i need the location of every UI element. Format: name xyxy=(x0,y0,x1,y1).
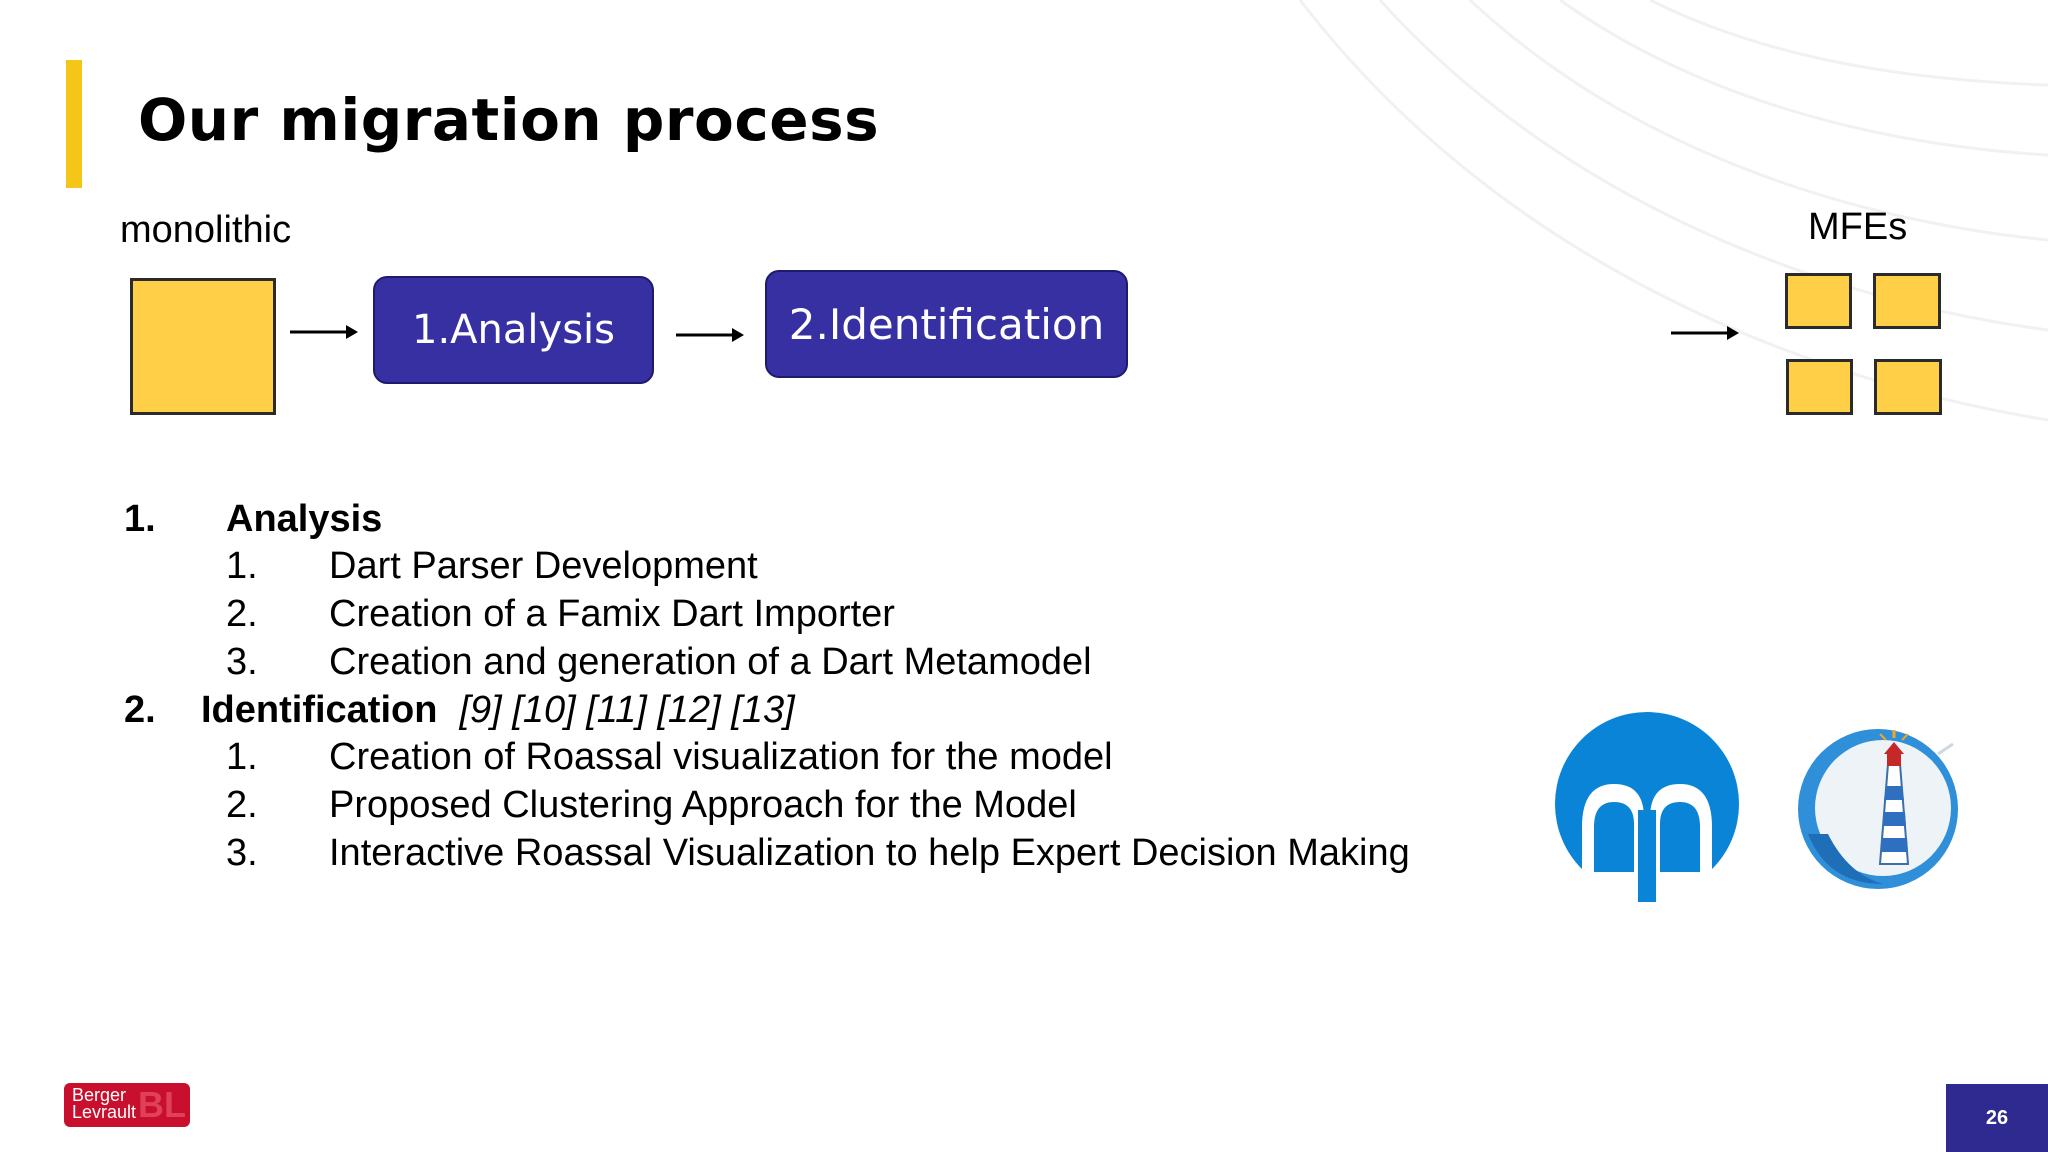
section-heading-identification: 2. Identification [9] [10] [11] [12] [13] xyxy=(124,689,795,732)
mfe-block xyxy=(1786,359,1853,415)
company-logo-mark: BL xyxy=(138,1084,186,1125)
item-number: 3. xyxy=(226,832,258,874)
mfe-block xyxy=(1785,273,1852,329)
slide-title: Our migration process xyxy=(138,86,880,154)
page-number-badge: 26 xyxy=(1946,1084,2048,1152)
section-number: 1. xyxy=(124,498,156,540)
item-text: Creation and generation of a Dart Metamo… xyxy=(329,641,1092,683)
list-item: 1. Creation of Roassal visualization for… xyxy=(226,736,1113,779)
monolith-block xyxy=(130,278,276,415)
list-item: 3. Interactive Roassal Visualization to … xyxy=(226,832,1410,875)
item-number: 2. xyxy=(226,593,258,635)
mfe-block xyxy=(1874,359,1942,415)
mfe-block xyxy=(1873,273,1941,329)
item-number: 3. xyxy=(226,641,258,683)
item-text: Creation of a Famix Dart Importer xyxy=(329,593,895,635)
item-text: Creation of Roassal visualization for th… xyxy=(329,736,1113,778)
list-item: 2. Creation of a Famix Dart Importer xyxy=(226,593,895,636)
arrow-right-icon xyxy=(290,325,358,339)
berger-levrault-logo: Berger Levrault BL xyxy=(64,1083,190,1127)
list-item: 1. Dart Parser Development xyxy=(226,545,758,588)
arrow-right-icon xyxy=(1671,326,1739,340)
section-number: 2. xyxy=(124,689,156,731)
section-title: Identification xyxy=(201,689,438,731)
list-item: 2. Proposed Clustering Approach for the … xyxy=(226,784,1077,827)
item-text: Proposed Clustering Approach for the Mod… xyxy=(329,784,1077,826)
section-heading-analysis: 1. Analysis xyxy=(124,498,382,541)
section-title: Analysis xyxy=(226,498,383,540)
reference-citations: [9] [10] [11] [12] [13] xyxy=(459,689,795,731)
step-identification-box: 2.Identification xyxy=(765,270,1128,378)
mfes-label: MFEs xyxy=(1808,206,1908,248)
list-item: 3. Creation and generation of a Dart Met… xyxy=(226,641,1092,684)
company-logo-text: Berger Levrault xyxy=(72,1085,137,1122)
item-number: 1. xyxy=(226,736,258,778)
title-accent-bar xyxy=(66,60,82,188)
arrow-right-icon xyxy=(676,328,744,342)
item-number: 1. xyxy=(226,545,258,587)
moose-logo-icon xyxy=(1552,712,1742,902)
lighthouse-logo-icon xyxy=(1798,729,1958,889)
item-text: Interactive Roassal Visualization to hel… xyxy=(329,832,1410,874)
item-text: Dart Parser Development xyxy=(329,545,758,587)
step-analysis-box: 1.Analysis xyxy=(373,276,654,384)
item-number: 2. xyxy=(226,784,258,826)
monolithic-label: monolithic xyxy=(120,209,292,251)
